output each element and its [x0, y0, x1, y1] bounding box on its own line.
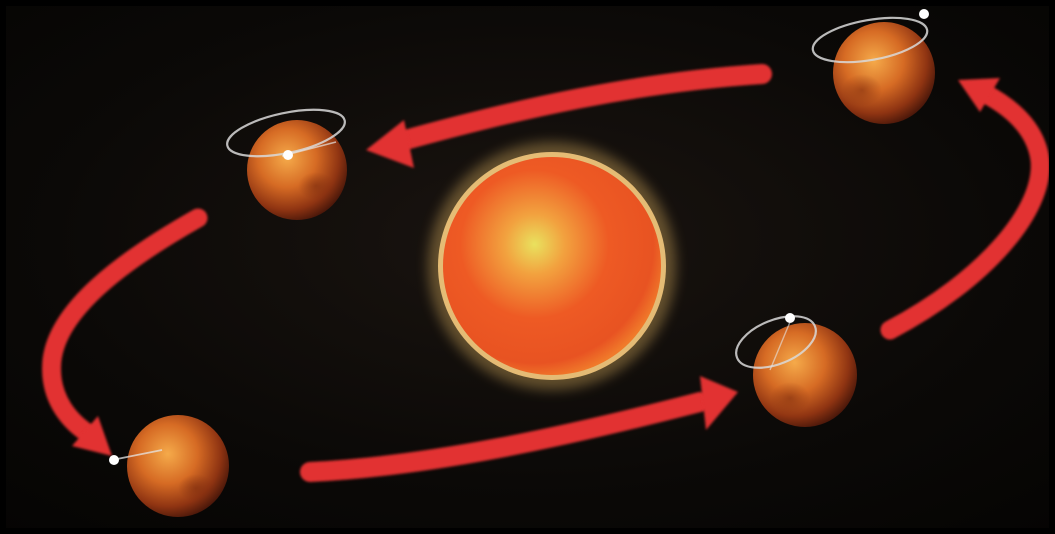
sun [428, 142, 676, 390]
polar-cap-top-right [919, 9, 929, 19]
polar-cap-bottom-left [109, 455, 119, 465]
polar-cap-top-left [283, 150, 293, 160]
polar-cap-right [785, 313, 795, 323]
